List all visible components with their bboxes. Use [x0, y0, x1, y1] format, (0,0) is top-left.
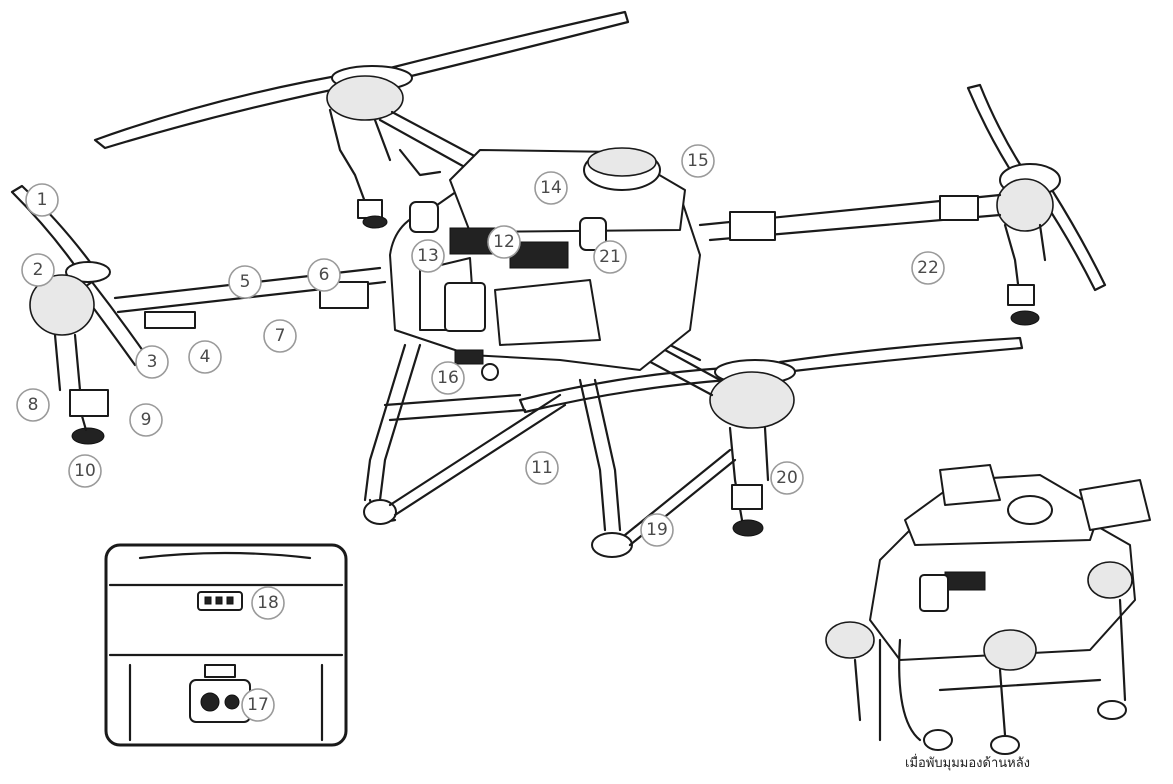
svg-text:8: 8	[28, 395, 39, 415]
callouts: 1 2 3 4 5 6 7 8 9 10 11 12 13 14 15 16 1…	[16, 144, 945, 722]
svg-text:5: 5	[240, 272, 251, 292]
callout-1: 1	[25, 183, 59, 217]
callout-21: 21	[593, 240, 627, 274]
callout-5: 5	[228, 265, 262, 299]
rear-right-propeller	[966, 83, 1107, 326]
callout-20: 20	[770, 461, 804, 495]
callout-6: 6	[307, 258, 341, 292]
svg-text:15: 15	[687, 151, 709, 171]
svg-text:3: 3	[147, 352, 158, 372]
callout-2: 2	[21, 253, 55, 287]
callout-16: 16	[431, 361, 465, 395]
front-right-propeller	[518, 336, 1024, 537]
callout-10: 10	[68, 454, 102, 488]
svg-text:22: 22	[917, 258, 939, 278]
callout-3: 3	[135, 345, 169, 379]
svg-text:21: 21	[599, 247, 621, 267]
svg-text:1: 1	[37, 190, 48, 210]
svg-text:16: 16	[437, 368, 459, 388]
callout-15: 15	[681, 144, 715, 178]
svg-text:20: 20	[776, 468, 798, 488]
callout-14: 14	[534, 171, 568, 205]
callout-4: 4	[188, 340, 222, 374]
callout-18: 18	[251, 586, 285, 620]
callout-19: 19	[640, 513, 674, 547]
landing-gear	[363, 343, 737, 558]
front-left-propeller	[10, 184, 150, 445]
svg-text:2: 2	[33, 260, 44, 280]
svg-text:13: 13	[417, 246, 439, 266]
svg-text:17: 17	[247, 695, 269, 715]
svg-text:7: 7	[275, 326, 286, 346]
callout-17: 17	[241, 688, 275, 722]
main-drone-illustration	[10, 10, 1107, 558]
svg-text:18: 18	[257, 593, 279, 613]
folded-rear-view	[825, 464, 1151, 755]
svg-text:9: 9	[141, 410, 152, 430]
callout-7: 7	[263, 319, 297, 353]
callout-9: 9	[129, 403, 163, 437]
svg-text:19: 19	[646, 520, 668, 540]
svg-text:4: 4	[200, 347, 211, 367]
drone-body	[389, 147, 701, 381]
callout-11: 11	[525, 451, 559, 485]
callout-12: 12	[487, 225, 521, 259]
rear-left-propeller	[93, 10, 630, 229]
svg-text:11: 11	[531, 458, 553, 478]
svg-text:6: 6	[319, 265, 330, 285]
svg-text:14: 14	[540, 178, 562, 198]
inset-bottom-view	[104, 543, 348, 747]
callout-22: 22	[911, 251, 945, 285]
svg-text:10: 10	[74, 461, 96, 481]
callout-13: 13	[411, 239, 445, 273]
svg-text:12: 12	[493, 232, 515, 252]
callout-8: 8	[16, 388, 50, 422]
folded-view-caption: เมื่อพับมุมมองด้านหลัง	[905, 756, 1031, 771]
